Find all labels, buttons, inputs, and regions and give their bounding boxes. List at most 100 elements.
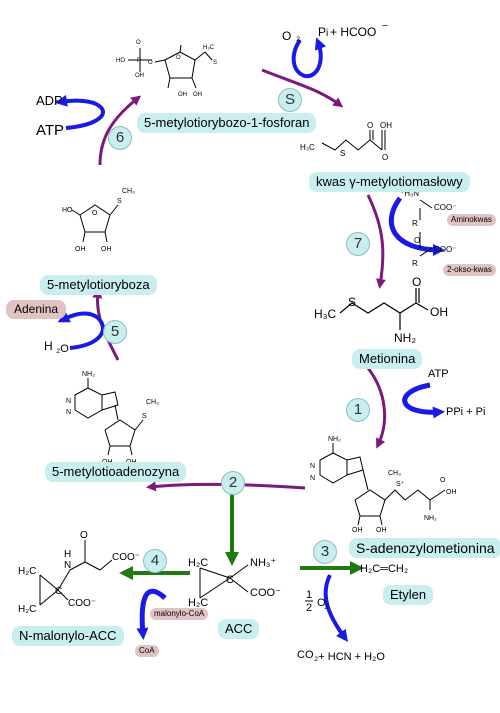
svg-text:CH₃: CH₃ bbox=[122, 188, 135, 195]
arrow-1-purple bbox=[366, 367, 387, 449]
svg-text:N: N bbox=[66, 409, 71, 416]
label-atp-right: ATP bbox=[428, 368, 449, 380]
label-o2-top: O bbox=[282, 29, 292, 43]
svg-text:H: H bbox=[64, 549, 71, 560]
svg-text:NH₃⁺: NH₃⁺ bbox=[250, 557, 276, 569]
svg-text:OH: OH bbox=[75, 246, 86, 253]
side-oksokwas: 2-okso-kwas bbox=[443, 264, 496, 276]
svg-text:OH: OH bbox=[446, 489, 457, 496]
svg-text:H₂C: H₂C bbox=[18, 604, 36, 615]
svg-text:O: O bbox=[148, 60, 153, 66]
svg-text:H₃C: H₃C bbox=[300, 143, 315, 152]
svg-text:₂O: ₂O bbox=[56, 343, 69, 355]
compound-nmacc: N-malonylo-ACC bbox=[12, 626, 124, 646]
label-p-top: P bbox=[318, 25, 327, 39]
side-aminokwas: Aminokwas bbox=[447, 214, 496, 226]
step-badge-s: S bbox=[278, 88, 302, 112]
svg-text:OH: OH bbox=[135, 73, 144, 79]
svg-text:2: 2 bbox=[306, 602, 312, 614]
svg-text:COO⁻: COO⁻ bbox=[112, 552, 140, 563]
mtr1p-o-label: O bbox=[136, 40, 141, 46]
svg-text:HO: HO bbox=[116, 58, 125, 64]
step-badge-1: 1 bbox=[346, 398, 370, 422]
svg-text:COO⁻: COO⁻ bbox=[434, 245, 456, 254]
mtr1p-structure bbox=[128, 44, 213, 89]
svg-text:1: 1 bbox=[306, 589, 312, 601]
svg-text:C: C bbox=[55, 586, 62, 597]
svg-text:OH: OH bbox=[178, 92, 187, 98]
acc-structure bbox=[199, 564, 249, 599]
svg-text:H₂C: H₂C bbox=[188, 597, 208, 609]
svg-text:H₃C: H₃C bbox=[203, 45, 215, 51]
svg-text:OH: OH bbox=[380, 121, 392, 130]
side-adenina: Adenina bbox=[6, 300, 67, 319]
svg-text:H₂C: H₂C bbox=[188, 557, 208, 569]
label-o2-half: O bbox=[317, 597, 326, 609]
arrow-7-purple bbox=[366, 194, 386, 289]
svg-text:OH: OH bbox=[430, 305, 448, 319]
svg-text:NH₂: NH₂ bbox=[82, 371, 95, 378]
svg-text:COO⁻: COO⁻ bbox=[68, 598, 96, 609]
arrow-1-blue bbox=[402, 382, 445, 419]
arrow-6-purple bbox=[98, 95, 142, 166]
compound-mtr1p: 5-metylotiorybozo-1-fosforan bbox=[137, 113, 317, 133]
svg-text:NH₂: NH₂ bbox=[394, 331, 416, 345]
step-badge-3: 3 bbox=[313, 540, 337, 564]
svg-text:OH: OH bbox=[376, 527, 387, 534]
svg-text:NH₂: NH₂ bbox=[328, 436, 341, 443]
svg-text:H₂C: H₂C bbox=[18, 566, 36, 577]
arrow-atp-adp-blue bbox=[55, 94, 105, 130]
arrow-h2o-adenina-blue bbox=[57, 311, 105, 350]
mta-structure bbox=[74, 378, 144, 456]
svg-text:OH: OH bbox=[101, 246, 112, 253]
svg-text:P: P bbox=[137, 58, 141, 64]
svg-text:₂: ₂ bbox=[324, 599, 328, 611]
sam-structure bbox=[319, 443, 446, 526]
svg-text:O: O bbox=[367, 121, 373, 130]
svg-text:COO⁻: COO⁻ bbox=[434, 203, 456, 212]
step-badge-6: 6 bbox=[108, 126, 132, 150]
svg-text:N: N bbox=[310, 463, 315, 470]
step-badge-7: 7 bbox=[346, 232, 370, 256]
arrow-s-purple bbox=[261, 68, 344, 108]
svg-text:CH₃: CH₃ bbox=[388, 470, 401, 477]
svg-text:O: O bbox=[412, 275, 421, 289]
step-badge-5: 5 bbox=[103, 320, 127, 344]
svg-text:i: i bbox=[326, 28, 328, 39]
compound-kmb: kwas γ-metylotiomasłowy bbox=[309, 172, 470, 192]
label-formate: + HCOO bbox=[330, 25, 377, 39]
svg-text:C: C bbox=[226, 574, 234, 586]
svg-text:S: S bbox=[213, 60, 217, 66]
arrow-3-blue bbox=[323, 574, 348, 643]
ethylene-structure: H₂C═CH₂ bbox=[360, 563, 408, 575]
svg-text:COO⁻: COO⁻ bbox=[250, 587, 281, 599]
label-ppi: PPi + Pi bbox=[446, 406, 486, 418]
compound-acc: ACC bbox=[218, 619, 260, 639]
svg-text:HO: HO bbox=[62, 207, 73, 214]
arrow-4-blue bbox=[136, 588, 167, 640]
compound-etylen: Etylen bbox=[383, 585, 434, 605]
step-badge-2: 2 bbox=[221, 471, 245, 495]
svg-text:N: N bbox=[310, 475, 315, 482]
compound-mta: 5-metylotioadenozyna bbox=[45, 462, 187, 482]
svg-text:S: S bbox=[142, 413, 147, 420]
o2-top-sub: ₂ bbox=[296, 31, 300, 43]
mtr-structure bbox=[71, 204, 119, 243]
svg-text:NH₂: NH₂ bbox=[424, 515, 437, 522]
label-h2o: H bbox=[44, 339, 53, 353]
step7-structures bbox=[419, 199, 433, 257]
svg-text:S: S bbox=[348, 295, 356, 309]
svg-text:O: O bbox=[176, 55, 181, 61]
compound-sam: S-adenozylometionina bbox=[349, 538, 500, 558]
svg-text:R: R bbox=[412, 219, 418, 228]
arrow-7-blue bbox=[388, 196, 445, 256]
svg-text:OH: OH bbox=[352, 527, 363, 534]
svg-text:R: R bbox=[412, 259, 418, 268]
svg-text:₂+ HCN + H₂O: ₂+ HCN + H₂O bbox=[314, 651, 385, 663]
svg-text:N: N bbox=[64, 560, 71, 571]
arrow-o2-blue bbox=[291, 37, 327, 79]
svg-text:O: O bbox=[440, 477, 446, 484]
kmb-structure bbox=[321, 130, 386, 151]
